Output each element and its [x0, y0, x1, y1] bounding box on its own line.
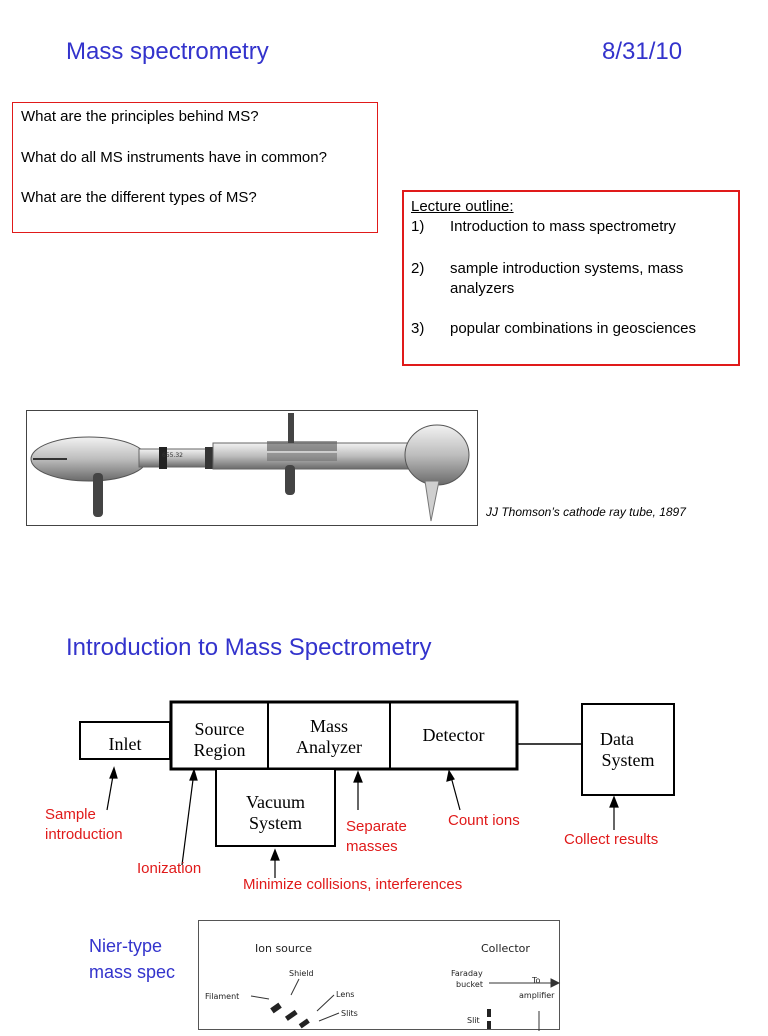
source-label-1: Source	[194, 719, 245, 739]
nier-filament: Filament	[205, 992, 239, 1001]
question-1: What are the principles behind MS?	[21, 108, 259, 125]
nier-title: Nier-type mass spec	[89, 933, 175, 985]
nier-diagram-illustration: Ion source Collector Shield Lens Filamen…	[205, 942, 561, 1031]
outline-num-3: 3)	[411, 320, 425, 337]
questions-box	[12, 102, 378, 233]
data-system-label-1: Data	[600, 729, 634, 749]
vacuum-label-1: Vacuum	[246, 792, 305, 812]
outline-num-1: 1)	[411, 218, 425, 235]
annotation-sample-2: introduction	[45, 826, 123, 843]
page-date: 8/31/10	[602, 38, 683, 65]
inlet-label: Inlet	[108, 734, 142, 754]
nier-diagram: Ion source Collector Shield Lens Filamen…	[198, 920, 561, 1031]
vacuum-box	[215, 768, 336, 847]
outline-box	[402, 190, 740, 366]
outline-heading: Lecture outline:	[411, 198, 514, 215]
photo-caption: JJ Thomson’s cathode ray tube, 1897	[486, 505, 686, 519]
outline-item-2-cont: analyzers	[450, 280, 515, 297]
annotation-ionization: Ionization	[137, 860, 202, 877]
section-title: Introduction to Mass Spectrometry	[66, 634, 432, 661]
annotation-count: Count ions	[448, 812, 520, 829]
detector-label: Detector	[422, 725, 485, 745]
cathode-ray-tube-illustration: 655.32	[30, 413, 470, 522]
annotation-minimize: Minimize collisions, interferences	[243, 876, 463, 893]
vacuum-label-2: System	[248, 813, 302, 833]
outline-item-2: sample introduction systems, mass	[450, 260, 684, 277]
analyzer-label-2: Analyzer	[296, 737, 362, 757]
nier-slits: Slits	[341, 1009, 358, 1018]
source-label-2: Region	[193, 740, 246, 760]
question-3: What are the different types of MS?	[21, 189, 257, 206]
nier-title-line-2: mass spec	[89, 962, 176, 982]
nier-amplifier: amplifier	[519, 991, 555, 1000]
outline-item-3: popular combinations in geosciences	[450, 320, 696, 337]
annotation-separate-1: Separate	[346, 818, 407, 835]
data-system-label-2: System	[601, 750, 655, 770]
annotation-collect: Collect results	[564, 831, 659, 848]
annotation-sample-1: Sample	[45, 806, 96, 823]
question-2: What do all MS instruments have in commo…	[21, 149, 327, 166]
core-box	[169, 700, 519, 771]
analyzer-label-1: Mass	[309, 716, 348, 736]
outline-num-2: 2)	[411, 260, 425, 277]
nier-shield: Shield	[289, 969, 314, 978]
nier-to: To	[531, 976, 541, 985]
cathode-ray-tube-photo: 655.32	[26, 410, 478, 526]
nier-faraday-2: bucket	[456, 980, 483, 989]
nier-slit: Slit	[467, 1016, 480, 1025]
nier-faraday-1: Faraday	[451, 969, 483, 978]
nier-lens: Lens	[336, 990, 354, 999]
page-title: Mass spectrometry	[66, 38, 269, 65]
nier-title-line-1: Nier-type	[89, 936, 163, 956]
outline-item-1: Introduction to mass spectrometry	[450, 218, 676, 235]
arrow-ionization	[181, 771, 195, 866]
annotation-separate-2: masses	[346, 838, 398, 855]
data-system-box	[581, 703, 675, 796]
nier-ion-source: Ion source	[255, 942, 312, 955]
ms-block-diagram	[79, 700, 675, 878]
tube-label: 655.32	[162, 452, 183, 459]
nier-collector: Collector	[481, 942, 530, 955]
